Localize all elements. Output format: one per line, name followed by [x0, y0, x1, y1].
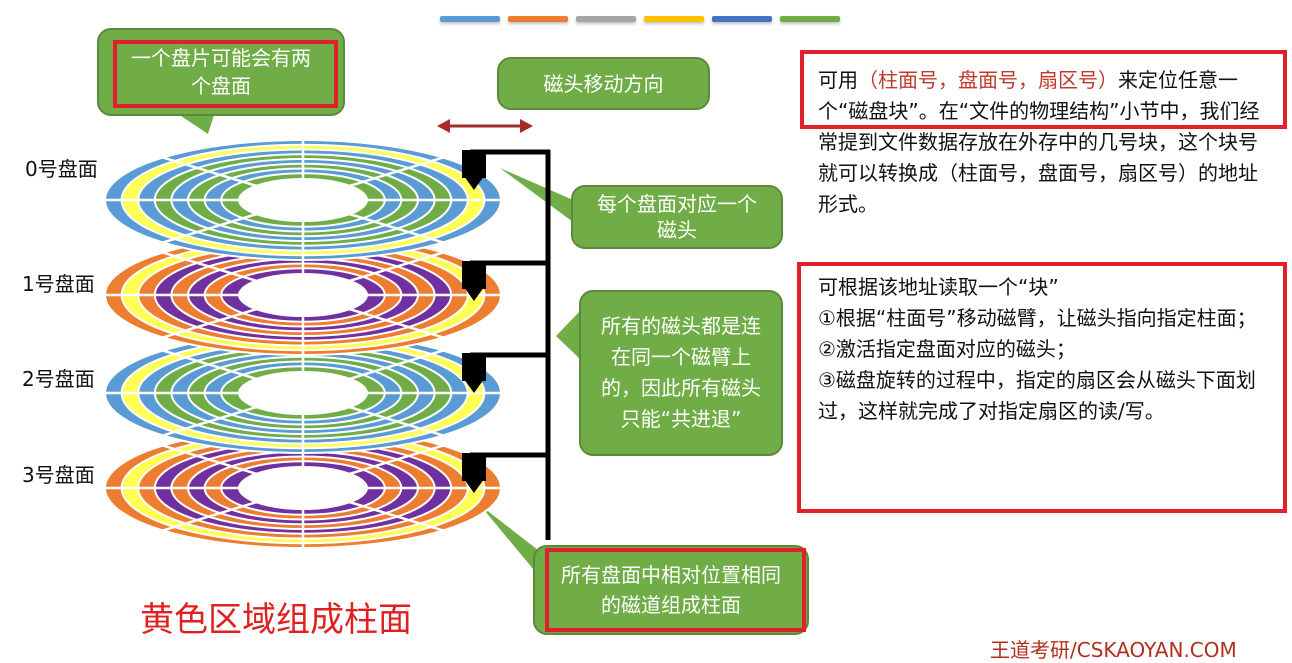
arrow-right-icon — [520, 119, 533, 133]
callout-head-direction: 磁头移动方向 — [497, 57, 710, 110]
spindle-hole — [238, 178, 368, 222]
title-bar — [780, 16, 840, 22]
read-write-head — [462, 150, 486, 178]
step-1: ①根据“柱面号”移动磁臂，让磁头指向指定柱面； — [818, 306, 1257, 330]
spindle-hole — [238, 466, 368, 510]
address-explanation: 可用（柱面号，盘面号，扇区号）来定位任意一个“磁盘块”。在“文件的物理结构”小节… — [818, 65, 1268, 220]
callout-shared-arm: 所有的磁头都是连在同一个磁臂上的，因此所有磁头只能“共进退” — [579, 290, 783, 456]
head-arrow-icon — [464, 287, 484, 301]
spindle-hole — [238, 273, 368, 317]
step-intro: 可根据该地址读取一个“块” — [818, 275, 1059, 299]
callout-cylinder: 所有盘面中相对位置相同的磁道组成柱面 — [533, 545, 809, 635]
platter-label-3: 3号盘面 — [22, 463, 95, 487]
callout-tail — [175, 112, 215, 134]
callout-tail — [480, 505, 538, 575]
callout-text: 所有盘面中相对位置相同的磁道组成柱面 — [561, 563, 781, 617]
arrow-left-icon — [437, 119, 450, 133]
text-prefix: 可用 — [818, 68, 858, 92]
platter-label-0: 0号盘面 — [25, 157, 98, 181]
read-write-head — [462, 261, 486, 289]
platter-label-1: 1号盘面 — [22, 272, 95, 296]
callout-tail — [556, 310, 581, 360]
head-arrow-icon — [464, 479, 484, 493]
read-write-head — [462, 453, 486, 481]
platter-label-2: 2号盘面 — [22, 367, 95, 391]
step-3: ③磁盘旋转的过程中，指定的扇区会从磁头下面划过，这样就完成了对指定扇区的读/写。 — [818, 368, 1256, 423]
watermark: 王道考研/CSKAOYAN.COM — [990, 638, 1237, 662]
address-tuple: （柱面号，盘面号，扇区号） — [858, 68, 1118, 92]
callout-tail — [500, 168, 573, 222]
title-bar — [644, 16, 704, 22]
step-2: ②激活指定盘面对应的磁头； — [818, 337, 1076, 361]
head-arrow-icon — [464, 176, 484, 190]
spindle-hole — [238, 371, 368, 415]
title-bar — [712, 16, 772, 22]
read-steps-box — [797, 262, 1287, 513]
highlight-box — [113, 40, 338, 108]
title-bar — [440, 16, 500, 22]
highlight-box — [545, 548, 806, 632]
highlight-box — [800, 50, 1287, 129]
callout-text: 每个盘面对应一个磁头 — [597, 192, 757, 242]
callout-text: 一个盘片可能会有两个盘面 — [131, 46, 311, 98]
title-bar — [508, 16, 568, 22]
callout-text: 所有的磁头都是连在同一个磁臂上的，因此所有磁头只能“共进退” — [601, 314, 761, 431]
title-bar — [576, 16, 636, 22]
read-write-head — [462, 353, 486, 381]
callout-one-head: 每个盘面对应一个磁头 — [571, 185, 783, 249]
head-arrow-icon — [464, 379, 484, 393]
cylinder-caption: 黄色区域组成柱面 — [140, 600, 412, 640]
text-rest: 来定位任意一个“磁盘块”。在“文件的物理结构”小节中，我们经常提到文件数据存放在… — [818, 68, 1260, 216]
callout-text: 磁头移动方向 — [543, 71, 664, 96]
read-steps: 可根据该地址读取一个“块” ①根据“柱面号”移动磁臂，让磁头指向指定柱面； ②激… — [818, 272, 1258, 427]
